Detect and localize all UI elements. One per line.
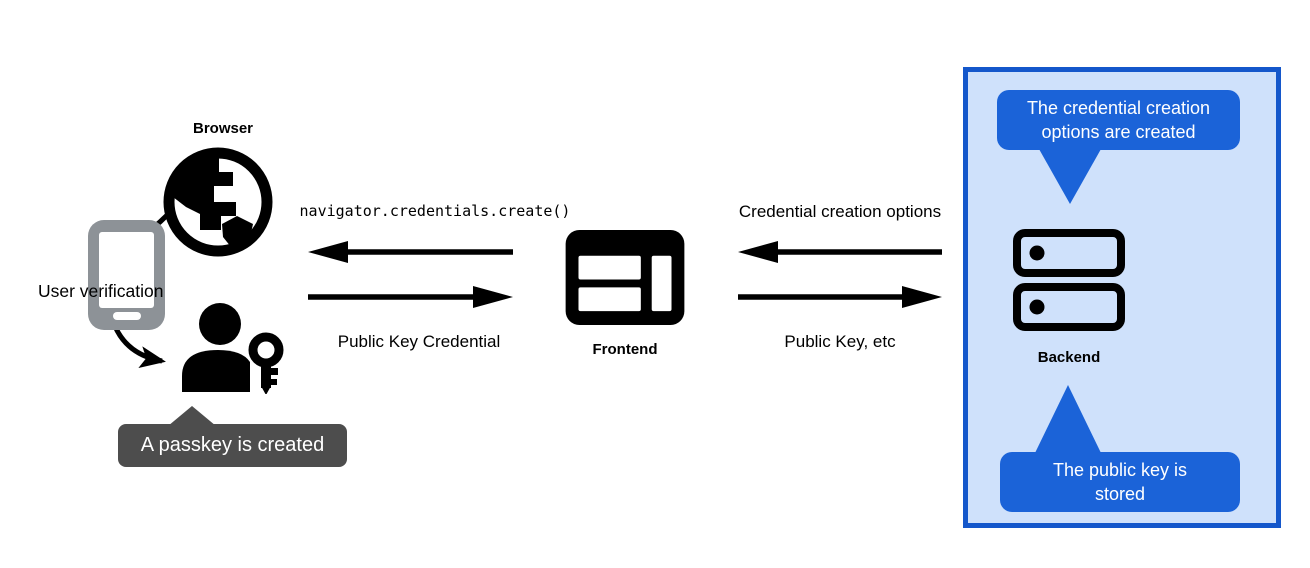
server-icon	[1013, 229, 1125, 331]
browser-window-icon	[565, 230, 685, 325]
tooltip-pointer-up	[1035, 385, 1101, 453]
arrow-public-key-credential	[308, 286, 513, 308]
tooltip-pointer-down	[1039, 149, 1101, 204]
phone-icon	[88, 220, 165, 330]
phone-home-slot	[113, 312, 141, 320]
credential-options-tooltip: The credential creation options are crea…	[997, 90, 1240, 204]
person-key-icon	[182, 303, 284, 394]
tooltip-pointer-up	[168, 406, 216, 426]
public-key-etc-label: Public Key, etc	[784, 332, 896, 351]
passkey-created-tooltip: A passkey is created	[118, 406, 347, 467]
globe-icon	[163, 147, 273, 257]
user-verification-label: User verification	[38, 281, 164, 301]
frontend-label: Frontend	[592, 341, 658, 358]
tooltip-line: options are created	[1041, 122, 1196, 142]
public-key-credential-label: Public Key Credential	[337, 332, 501, 351]
tooltip-line: stored	[1094, 484, 1146, 504]
credential-creation-options-label: Credential creation options	[738, 202, 942, 221]
tooltip-line: The credential creation	[1026, 98, 1211, 118]
arrow-public-key-etc	[738, 286, 942, 308]
arrow-create-call	[308, 241, 513, 263]
browser-label: Browser	[192, 120, 254, 137]
navigator-create-label: navigator.credentials.create()	[299, 202, 571, 220]
backend-label: Backend	[1037, 349, 1101, 366]
tooltip-line: The public key is	[1052, 460, 1188, 480]
passkey-tooltip-text: A passkey is created	[140, 434, 325, 456]
public-key-stored-tooltip: The public key is stored	[1000, 385, 1240, 512]
arrow-credential-creation-options	[738, 241, 942, 263]
